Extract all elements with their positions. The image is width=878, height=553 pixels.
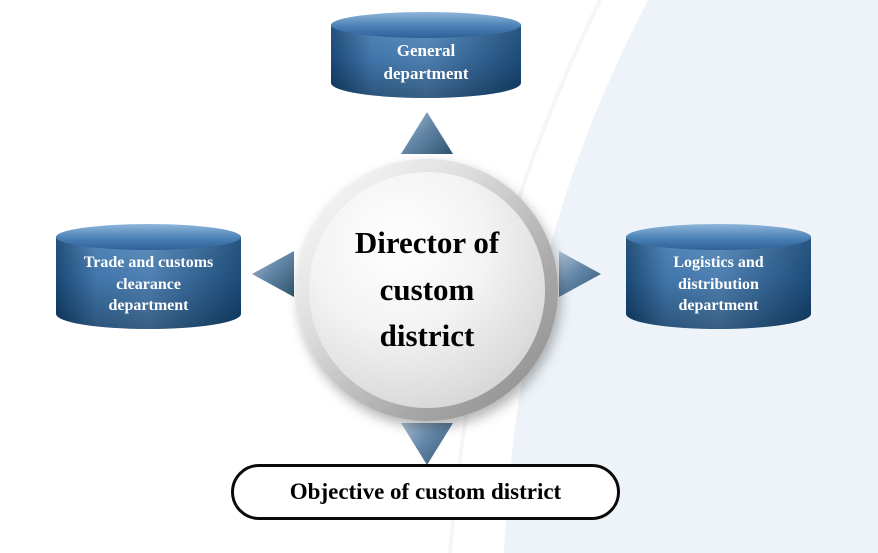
trade-customs-clearance-cylinder: Trade and customs clearance department [56, 224, 241, 329]
arrow-up-icon [401, 112, 453, 154]
cylinder-body [626, 237, 811, 329]
director-circle: Director of custom district [296, 159, 558, 421]
general-department-cylinder: General department [331, 12, 521, 98]
director-circle-inner: Director of custom district [309, 172, 545, 408]
trade-customs-clearance-label: Trade and customs clearance department [83, 254, 214, 315]
director-label: Director of custom district [354, 225, 500, 354]
objective-pill: Objective of custom district [231, 464, 620, 520]
arrow-down-icon [401, 423, 453, 465]
cylinder-top-ellipse [331, 12, 521, 38]
objective-label: Objective of custom district [289, 479, 562, 504]
arrow-right-icon [559, 251, 601, 297]
cylinder-top-ellipse [56, 224, 241, 250]
general-department-label: General department [383, 41, 469, 83]
cylinder-body [56, 237, 241, 329]
arrow-left-icon [252, 251, 294, 297]
logistics-distribution-cylinder: Logistics and distribution department [626, 224, 811, 329]
cylinder-top-ellipse [626, 224, 811, 250]
logistics-distribution-label: Logistics and distribution department [673, 254, 764, 315]
